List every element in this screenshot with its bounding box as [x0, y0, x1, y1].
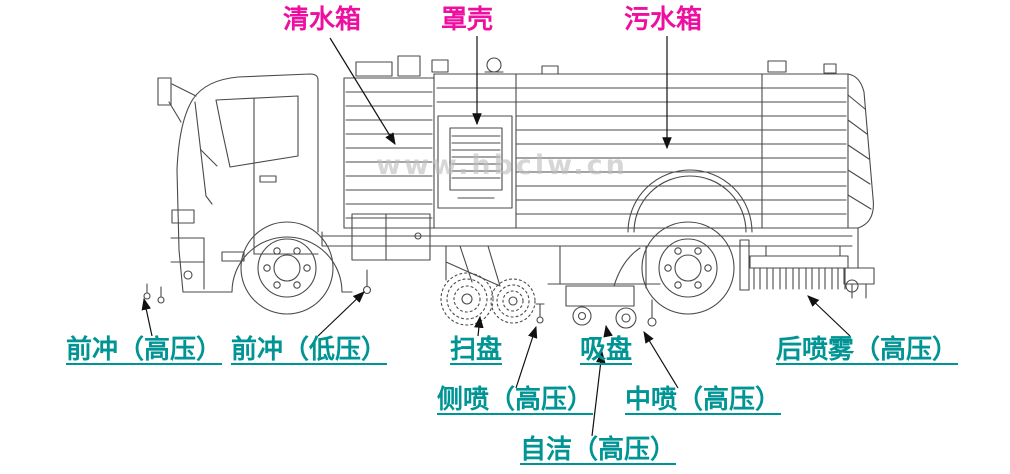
sweep-brushes	[440, 245, 545, 326]
leader-arrows	[141, 36, 851, 437]
label-sewage-tank: 污水箱	[624, 5, 703, 35]
cab	[157, 73, 353, 293]
label-rear-mist-high: 后喷雾（高压）	[776, 335, 959, 365]
rear-fender	[627, 169, 753, 291]
chassis	[321, 213, 853, 261]
watermark: www.hbclw.cn	[376, 150, 628, 181]
clean-water-tank	[343, 73, 435, 229]
arrow-front-flush-low	[317, 291, 365, 337]
label-self-clean-high: 自洁（高压）	[520, 435, 677, 465]
suction-assembly	[547, 245, 661, 329]
label-mid-spray-high: 中喷（高压）	[625, 385, 782, 415]
arrow-sweep-disc	[474, 315, 484, 337]
label-suction-disc: 吸盘	[580, 335, 633, 365]
arrow-mid-spray-high	[643, 330, 679, 389]
rear-spray-bar	[749, 245, 859, 293]
label-clean-water-tank: 清水箱	[283, 5, 362, 35]
arrow-front-flush-high	[141, 297, 153, 337]
label-side-spray-high: 侧喷（高压）	[437, 385, 594, 415]
label-cover-shell: 罩壳	[441, 5, 494, 35]
sewage-tank	[343, 73, 874, 229]
rear-bumper	[843, 227, 875, 299]
label-front-flush-low: 前冲（低压）	[231, 335, 388, 365]
arrow-suction-disc	[603, 324, 613, 338]
rear-wheel	[641, 221, 735, 315]
front-flush-nozzles	[143, 269, 372, 304]
tank-top-hatches	[355, 55, 837, 77]
arrow-rear-mist-high	[807, 295, 851, 337]
arrow-clean-water-tank	[329, 37, 396, 146]
label-sweep-disc: 扫盘	[450, 335, 503, 365]
label-front-flush-high: 前冲（高压）	[66, 335, 223, 365]
arrow-side-spray-high	[515, 325, 538, 389]
front-wheel	[240, 221, 334, 315]
arrow-self-clean-high	[591, 350, 606, 437]
